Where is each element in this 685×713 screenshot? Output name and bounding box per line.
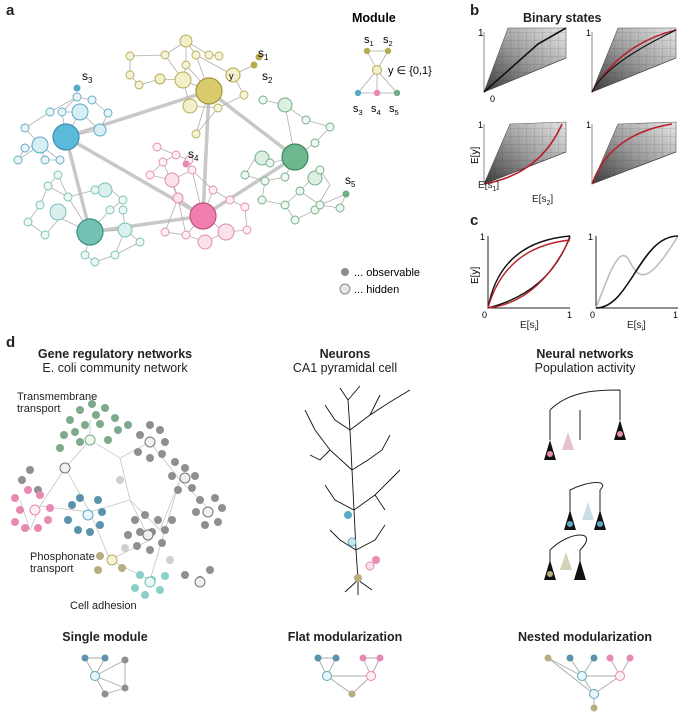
nested-modularization-title: Nested modularization (517, 630, 653, 644)
d-col3-subtitle: Population activity (534, 361, 636, 375)
network-s1-label: s1 (258, 46, 269, 62)
module-s2: s2 (383, 34, 393, 48)
nested-modularization-diagram (544, 654, 634, 712)
d-col3-title: Neural networks (536, 347, 634, 361)
binary-zlabel: E[y] (470, 147, 481, 164)
d-col2-subtitle: CA1 pyramidal cell (292, 361, 398, 375)
svg-text:0: 0 (482, 310, 487, 320)
network-small-nodes (13, 50, 345, 267)
c-xlabel-right: E[si] (627, 320, 646, 333)
single-module-title: Single module (62, 630, 148, 644)
module-diagram: Module s1 s2 y ∈ {0,1} s3 s4 s5 (352, 11, 432, 117)
modular-network-figure: y s1 s2 s3 s4 s5 Module s1 s2 y ∈ {0,1} … (13, 11, 432, 296)
binary-states-surfaces: 1 0 1 1 E[y] 1 (470, 27, 677, 185)
c-ylabel: E[y] (470, 267, 481, 284)
binary-states-title: Binary states (523, 11, 602, 25)
svg-text:0: 0 (490, 94, 495, 104)
surface-plot-4: 1 (586, 120, 677, 185)
network-observable-nodes (73, 53, 350, 198)
svg-text:0: 0 (590, 310, 595, 320)
svg-text:1: 1 (478, 120, 483, 130)
network-s4-label: s4 (188, 147, 199, 163)
svg-text:1: 1 (567, 310, 572, 320)
surface-plot-1: 1 0 (478, 27, 567, 104)
gene-regulatory-network (11, 400, 226, 599)
hidden-legend-label: ... hidden (354, 284, 399, 296)
module-s1: s1 (364, 34, 374, 48)
module-s5: s5 (389, 103, 399, 117)
panel-label-c: c (470, 212, 479, 229)
svg-text:1: 1 (480, 232, 485, 242)
d-col1-subtitle: E. coli community network (42, 361, 188, 375)
hidden-legend-marker (339, 283, 351, 295)
c-xlabel-left: E[si] (520, 320, 539, 333)
binary-ylabel: E[s2] (532, 194, 554, 207)
neuron-cells (544, 420, 626, 580)
network-edges (64, 89, 297, 234)
ca1-neuron-morphology (304, 385, 411, 595)
d-col1-title: Gene regulatory networks (37, 347, 193, 361)
svg-text:1: 1 (673, 310, 678, 320)
network-s5-label: s5 (345, 173, 356, 189)
c-plot-left: 1 0 1 E[y] (470, 232, 572, 320)
binary-xlabel: E[s1] (478, 180, 500, 193)
module-yset: y ∈ {0,1} (388, 65, 432, 77)
observable-legend-label: ... observable (354, 267, 420, 279)
annotation-cell-adhesion: Cell adhesion (70, 600, 137, 612)
panel-label-a: a (6, 2, 15, 19)
bottom-module-diagrams (81, 654, 634, 712)
panel-label-d: d (6, 334, 16, 351)
network-y-label: y (229, 71, 234, 81)
observable-legend-marker (341, 268, 349, 276)
c-plot-right: 1 0 1 (588, 232, 679, 320)
flat-modularization-diagram (314, 654, 384, 698)
network-hidden-nodes (31, 34, 323, 250)
svg-text:1: 1 (586, 28, 591, 38)
network-s3-label: s3 (82, 69, 93, 85)
flat-modularization-title: Flat modularization (287, 630, 403, 644)
surface-plot-3: 1 E[y] (470, 120, 567, 185)
module-s3: s3 (353, 103, 363, 117)
c-panel-plots: 1 0 1 E[y] 1 0 1 (470, 232, 679, 320)
svg-text:1: 1 (586, 120, 591, 130)
d-col2-title: Neurons (319, 347, 371, 361)
network-s2-label: s2 (262, 69, 273, 85)
svg-text:1: 1 (478, 28, 484, 39)
panel-label-b: b (470, 2, 480, 19)
module-title: Module (352, 11, 396, 25)
single-module-diagram (81, 654, 129, 698)
network-hub-nodes (52, 77, 309, 246)
population-activity-diagram (544, 389, 626, 580)
network-y-node (225, 67, 241, 83)
module-s4: s4 (371, 103, 381, 117)
surface-plot-2: 1 (586, 27, 677, 93)
svg-text:1: 1 (588, 232, 593, 242)
